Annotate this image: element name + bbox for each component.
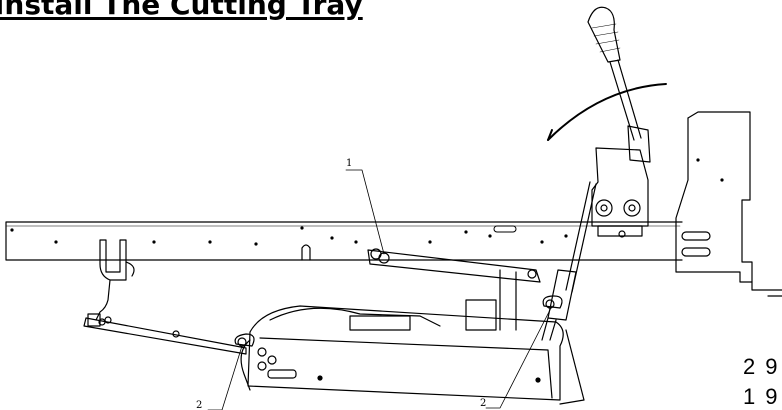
left-hook-bracket (83, 239, 247, 355)
page-title: Install The Cutting Tray (0, 0, 363, 21)
legend-text: 9 (765, 384, 778, 409)
rail-holes (10, 158, 724, 246)
cutting-tray (240, 269, 585, 405)
hairpin-clip-right (542, 295, 563, 309)
hairpin-clip-left (234, 333, 255, 347)
legend-number: 1 (743, 384, 756, 409)
legend-text: 9 (765, 354, 778, 379)
right-bracket-panel (675, 111, 782, 297)
callout-leaders (207, 169, 553, 410)
callout-label-2-left: 2 (196, 400, 202, 410)
frame-rail (5, 221, 683, 261)
lever-handle (587, 6, 651, 163)
gas-strut (541, 181, 597, 341)
hinge-bracket (591, 147, 649, 238)
legend-number: 2 (743, 354, 756, 379)
callout-label-1: 1 (346, 158, 352, 169)
guard-arc (547, 83, 667, 141)
callout-label-2-right: 2 (480, 398, 486, 409)
link-arm (367, 248, 541, 283)
